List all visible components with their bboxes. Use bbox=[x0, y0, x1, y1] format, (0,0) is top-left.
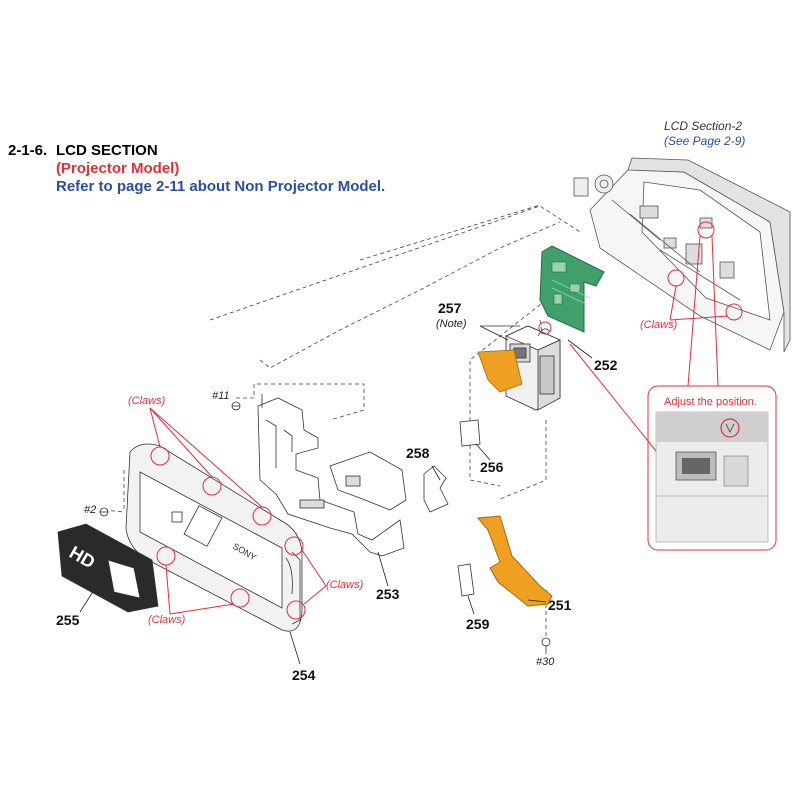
claws-label-top: (Claws) bbox=[128, 395, 166, 407]
subtitle-refer: Refer to page 2-11 about Non Projector M… bbox=[56, 178, 386, 195]
claw-circle-4 bbox=[284, 536, 304, 556]
part-257-projector bbox=[477, 325, 561, 411]
part-number-254: 254 bbox=[292, 667, 316, 683]
section-number: 2-1-6. bbox=[8, 142, 48, 159]
claws-label-right: (Claws) bbox=[326, 579, 364, 591]
part-number-255: 255 bbox=[56, 612, 80, 628]
subtitle-model: (Projector Model) bbox=[56, 160, 180, 177]
part-256-sheet bbox=[459, 419, 481, 447]
part-258-bracket bbox=[423, 465, 449, 513]
part-number-251: 251 bbox=[548, 597, 572, 613]
leader-lines bbox=[79, 325, 593, 665]
part-number-258: 258 bbox=[406, 445, 430, 461]
claws-label-lcd: (Claws) bbox=[640, 319, 678, 331]
screw-label-2: #2 bbox=[84, 504, 97, 516]
part-252-board bbox=[539, 245, 605, 333]
part-254-front-cover: SONY bbox=[125, 443, 303, 632]
part-253-frame bbox=[257, 394, 407, 557]
screw-label-30: #30 bbox=[536, 656, 555, 668]
screw-11 bbox=[231, 401, 241, 411]
claw-circle-lcd-2 bbox=[725, 303, 743, 321]
note-label: (Note) bbox=[436, 318, 467, 330]
claw-circle-5 bbox=[286, 600, 306, 620]
detail-callout-box bbox=[647, 385, 777, 551]
screw-2 bbox=[99, 507, 109, 517]
screw-label-11: #11 bbox=[212, 390, 230, 402]
part-number-256: 256 bbox=[480, 459, 504, 475]
detail-photo bbox=[655, 411, 769, 543]
claw-circle-7 bbox=[230, 588, 250, 608]
part-number-257: 257 bbox=[438, 300, 462, 316]
claws-label-bottom: (Claws) bbox=[148, 614, 186, 626]
claw-circle-board bbox=[538, 321, 552, 335]
part-number-259: 259 bbox=[466, 616, 490, 632]
lcd-section-frame bbox=[573, 157, 791, 353]
part-251-flex-cable bbox=[477, 515, 553, 607]
part-259-sheet bbox=[457, 563, 475, 597]
annotation-layer bbox=[149, 221, 777, 620]
alignment-lines bbox=[103, 204, 581, 636]
screw-30 bbox=[541, 637, 551, 654]
adjust-position-label: Adjust the position. bbox=[664, 396, 757, 408]
part-255-hd-plate: HD bbox=[57, 523, 159, 613]
reference-see-page: (See Page 2-9) bbox=[664, 134, 746, 148]
part-number-252: 252 bbox=[594, 357, 618, 373]
section-title: LCD SECTION bbox=[56, 142, 158, 159]
reference-section-name: LCD Section-2 bbox=[664, 119, 743, 133]
part-number-253: 253 bbox=[376, 586, 400, 602]
connector-circle bbox=[697, 221, 715, 239]
